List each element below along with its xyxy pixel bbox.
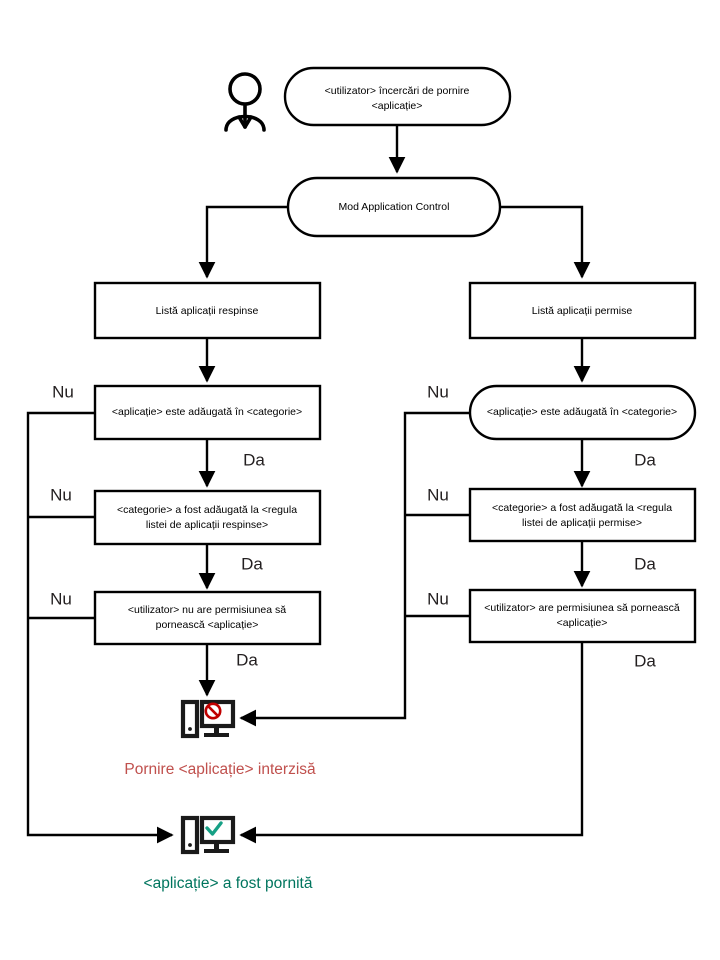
left-step-1-yes-label: Da: [243, 450, 265, 469]
denied-outcome-label: Pornire <aplicație> interzisă: [124, 761, 316, 778]
computer-allowed-icon: [180, 815, 236, 855]
mode-node: Mod Application Control: [286, 176, 502, 238]
right-step-2-line2: listei de aplicații permise>: [522, 517, 642, 529]
left-step-2-shape: [93, 489, 322, 546]
right-step-3-line2: <aplicație>: [557, 617, 608, 629]
left-step-3-no-label: Nu: [50, 589, 72, 608]
edge-right-step3-yes-to-allowed: [239, 642, 584, 844]
left-step-3-line2: pornească <aplicație>: [156, 619, 259, 631]
left-step-3-shape: [93, 590, 322, 646]
right-step-2-shape: [468, 487, 697, 543]
right-step-1-yes-label: Da: [634, 450, 656, 469]
start-node-line1: <utilizator> încercări de pornire: [325, 85, 470, 97]
right-step-1: <aplicație> este adăugată în <categorie>: [468, 384, 697, 441]
left-step-2-line1: <categorie> a fost adăugată la <regula: [117, 504, 297, 516]
right-list-node-label: Listă aplicații permise: [532, 305, 633, 317]
computer-blocked-icon: [180, 699, 236, 739]
edge-right-no-rail-main: [239, 411, 470, 727]
right-step-1-line1: <aplicație> este adăugată în <categorie>: [487, 406, 677, 418]
allowed-outcome-label: <aplicație> a fost pornită: [144, 875, 313, 892]
left-step-3: <utilizator> nu are permisiunea să porne…: [93, 590, 322, 646]
left-list-node: Listă aplicații respinse: [93, 281, 322, 340]
left-step-3-yes-label: Da: [236, 650, 258, 669]
edge-mode-to-right-list: [500, 205, 591, 279]
right-step-3-yes-label: Da: [634, 651, 656, 670]
right-list-node: Listă aplicații permise: [468, 281, 697, 340]
edge-mode-to-left-list: [198, 205, 288, 279]
right-step-2-line1: <categorie> a fost adăugată la <regula: [492, 502, 672, 514]
user-actor-icon: [224, 72, 266, 132]
left-step-1-no-label: Nu: [52, 382, 74, 401]
right-step-3-no-label: Nu: [427, 589, 449, 608]
start-node-line2: <aplicație>: [372, 100, 423, 112]
left-step-2-line2: listei de aplicații respinse>: [146, 519, 268, 531]
left-step-2-yes-label: Da: [241, 554, 263, 573]
left-list-node-label: Listă aplicații respinse: [156, 305, 259, 317]
edge-left-no-rail-main: [26, 411, 174, 844]
left-step-2: <categorie> a fost adăugată la <regula l…: [93, 489, 322, 546]
left-step-3-line1: <utilizator> nu are permisiunea să: [128, 604, 286, 616]
right-step-3-line1: <utilizator> are permisiunea să porneasc…: [484, 602, 680, 614]
right-step-1-no-label: Nu: [427, 382, 449, 401]
right-step-2: <categorie> a fost adăugată la <regula l…: [468, 487, 697, 543]
left-step-1: <aplicație> este adăugată în <categorie>: [93, 384, 322, 441]
mode-node-label: Mod Application Control: [339, 201, 450, 213]
right-step-2-yes-label: Da: [634, 554, 656, 573]
right-step-2-no-label: Nu: [427, 485, 449, 504]
start-node: <utilizator> încercări de pornire <aplic…: [283, 66, 512, 127]
left-step-2-no-label: Nu: [50, 485, 72, 504]
left-list-node-shape: [93, 281, 322, 340]
right-step-3: <utilizator> are permisiunea să porneasc…: [468, 588, 697, 644]
left-step-1-shape: [93, 384, 322, 441]
left-step-1-line1: <aplicație> este adăugată în <categorie>: [112, 406, 302, 418]
